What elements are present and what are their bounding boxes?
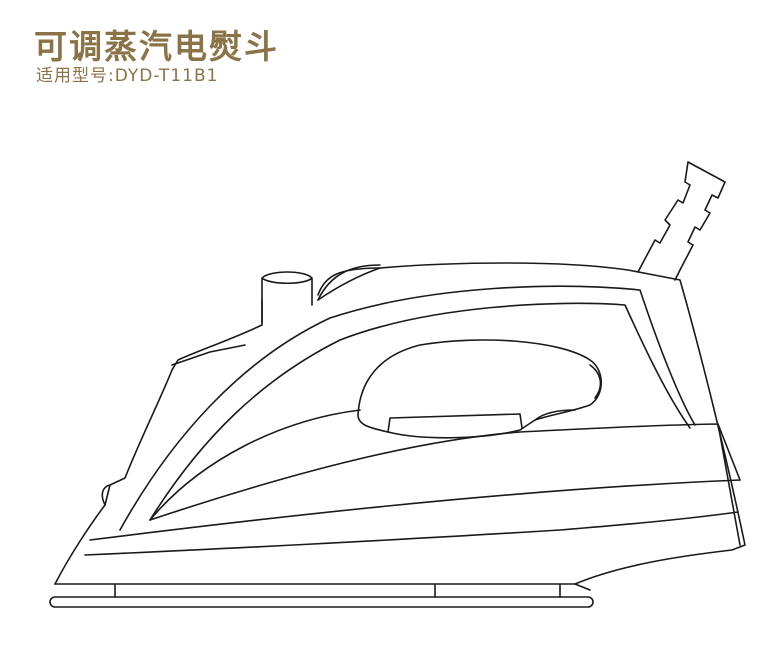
inner-handle-curve-2 (149, 302, 691, 521)
water-cap (261, 271, 313, 323)
side-panel (89, 423, 741, 546)
iron-body-outline (54, 262, 746, 585)
grip-window-button (387, 364, 602, 433)
product-title: 可调蒸汽电熨斗 (34, 27, 279, 66)
soleplate (49, 596, 594, 608)
steam-button (317, 267, 381, 296)
inner-handle-curve (119, 285, 696, 531)
side-panel-inner (84, 409, 739, 556)
handle-top (171, 264, 381, 366)
base-line (54, 583, 591, 598)
model-number: 适用型号:DYD-T11B1 (36, 66, 219, 86)
cord-guard (637, 161, 726, 281)
dial (101, 484, 111, 506)
grip-window (357, 339, 603, 439)
